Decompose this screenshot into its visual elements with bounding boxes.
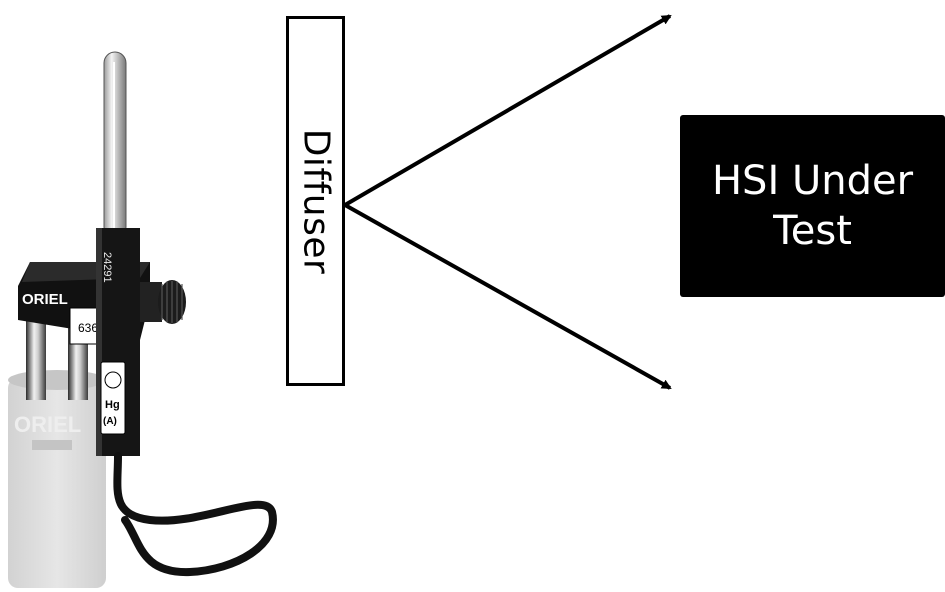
lamp-power-cable xyxy=(113,452,277,577)
base-brand-label: ORIEL xyxy=(14,412,81,437)
hsi-label-line1: HSI Under xyxy=(711,158,914,204)
serial-text: 24291 xyxy=(101,252,113,283)
holder-brand-label: ORIEL xyxy=(22,291,68,308)
thumb-screw-shaft xyxy=(140,282,162,322)
hsi-label-line2: Test xyxy=(773,208,852,254)
hsi-under-test-box: HSI Under Test xyxy=(680,115,945,297)
lamp-type-label xyxy=(100,361,126,435)
lamp-base-cylinder xyxy=(8,378,106,588)
light-ray-lower-arrow xyxy=(344,203,672,390)
mount-rod-left xyxy=(26,320,46,400)
mercury-lamp-assembly: ORIEL ORIEL 6367O 24291 Hg (A xyxy=(8,51,277,588)
element-symbol: Hg xyxy=(105,399,120,411)
light-ray-upper-arrow xyxy=(343,14,672,207)
diffuser-panel xyxy=(286,16,345,386)
element-type: (A) xyxy=(103,416,117,427)
